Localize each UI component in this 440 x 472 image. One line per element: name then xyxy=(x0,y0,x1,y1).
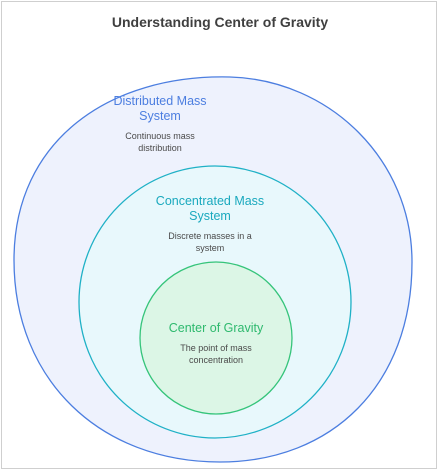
middle-heading: Concentrated Mass System xyxy=(130,194,290,224)
inner-heading: Center of Gravity xyxy=(168,321,264,335)
outer-heading-line1: Distributed Mass xyxy=(113,94,207,108)
outer-label: Distributed Mass System Continuous mass … xyxy=(80,94,240,154)
inner-desc-line2: concentration xyxy=(188,355,244,366)
middle-heading-line2: System xyxy=(189,209,231,223)
middle-desc-line2: system xyxy=(195,243,225,254)
center-of-gravity-region xyxy=(139,261,293,415)
middle-desc-line1: Discrete masses in a xyxy=(168,231,252,241)
outer-description: Continuous mass distribution xyxy=(80,130,240,154)
diagram-title: Understanding Center of Gravity xyxy=(111,14,329,30)
outer-desc-line1: Continuous mass xyxy=(125,131,195,141)
middle-heading-line1: Concentrated Mass xyxy=(155,194,265,208)
middle-description: Discrete masses in a system xyxy=(130,230,290,254)
inner-desc-line1: The point of mass xyxy=(180,343,252,353)
outer-desc-line2: distribution xyxy=(138,143,182,154)
inner-label: Center of Gravity The point of mass conc… xyxy=(136,321,296,366)
inner-description: The point of mass concentration xyxy=(136,342,296,366)
outer-heading-line2: System xyxy=(139,109,181,123)
outer-heading: Distributed Mass System xyxy=(80,94,240,124)
middle-label: Concentrated Mass System Discrete masses… xyxy=(130,194,290,254)
